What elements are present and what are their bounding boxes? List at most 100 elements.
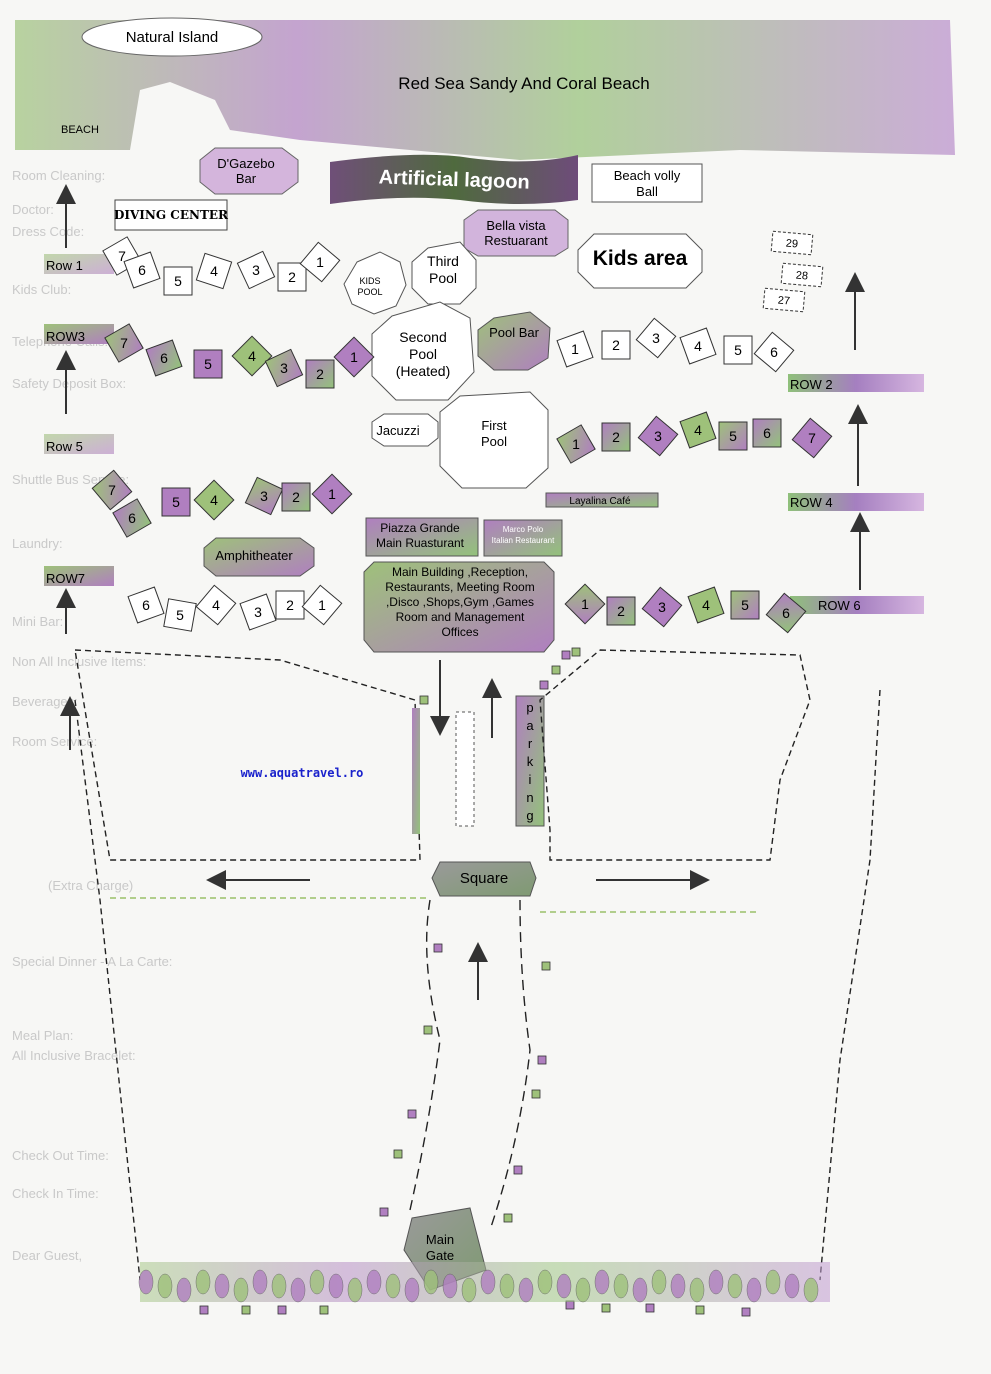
shrub [233, 1277, 249, 1303]
room-number: 6 [142, 597, 150, 613]
amphitheater [203, 537, 315, 577]
row-5-label: Row 5 [46, 439, 83, 454]
background-text-line: Meal Plan: [12, 1028, 73, 1043]
shrub [613, 1273, 629, 1299]
shrub [309, 1269, 325, 1295]
room-number: 7 [120, 335, 128, 351]
row-6-label: ROW 6 [818, 598, 861, 613]
kids-pool [343, 251, 407, 315]
background-text-line: Mini Bar: [12, 614, 63, 629]
room-block: 2 [275, 590, 305, 620]
room-block: 2 [281, 482, 311, 512]
background-text: Room Cleaning:Doctor:Dress Code:Kids Clu… [12, 168, 172, 1263]
layalina-cafe [545, 492, 659, 508]
walkway-strip [412, 708, 420, 834]
path-marker [319, 1305, 329, 1315]
room-number: 3 [252, 262, 260, 278]
room-number: 4 [694, 338, 702, 354]
row-1-label: Row 1 [46, 258, 83, 273]
shrub [195, 1269, 211, 1295]
room-number: 3 [652, 330, 660, 346]
room-number: 5 [174, 273, 182, 289]
room-number: 1 [328, 486, 336, 502]
room-block: 6 [765, 592, 807, 634]
shrub [651, 1269, 667, 1295]
room-number: 3 [260, 488, 268, 504]
room-block: 1 [311, 473, 353, 515]
room-block: 4 [679, 411, 717, 449]
path-marker [571, 647, 581, 657]
room-block: 3 [244, 476, 284, 516]
layalina-cafe-label: Layalina Café [569, 496, 631, 507]
room-number: 3 [654, 428, 662, 444]
shrub [423, 1269, 439, 1295]
entrance-greenery [138, 1262, 830, 1303]
jacuzzi [371, 413, 439, 447]
room-number: 6 [160, 350, 168, 366]
shrub [480, 1269, 496, 1295]
path-marker [565, 1300, 575, 1310]
third-pool [411, 241, 477, 305]
shrub [727, 1273, 743, 1299]
room-number: 5 [204, 356, 212, 372]
room-block: 1 [556, 424, 596, 464]
shrub [385, 1273, 401, 1299]
room-number: 6 [770, 344, 778, 360]
path-marker [513, 1165, 523, 1175]
room-number: 4 [210, 492, 218, 508]
room-block: 5 [193, 349, 223, 379]
room-block: 3 [635, 317, 677, 359]
room-number: 27 [777, 294, 790, 307]
room-block: 4 [679, 327, 717, 365]
row-7-label: ROW7 [46, 571, 85, 586]
room-block: 3 [264, 348, 304, 388]
room-number: 1 [581, 596, 589, 612]
shrub [404, 1277, 420, 1303]
path-marker [539, 680, 549, 690]
room-number: 2 [288, 269, 296, 285]
room-block: 4 [687, 586, 725, 624]
room-number: 1 [571, 341, 579, 357]
room-block: 7 [91, 469, 133, 511]
path-marker [199, 1305, 209, 1315]
background-text-line: Check Out Time: [12, 1148, 109, 1163]
room-block: 6 [752, 418, 782, 448]
room-number: 6 [763, 425, 771, 441]
room-number: 1 [572, 436, 580, 452]
room-block: 1 [299, 241, 341, 283]
shrub [632, 1277, 648, 1303]
shrub [518, 1277, 534, 1303]
path-marker [419, 695, 429, 705]
shrub [290, 1277, 306, 1303]
room-block: 4 [195, 252, 233, 290]
shrub [461, 1277, 477, 1303]
square-label: Square [460, 870, 508, 887]
room-block: 6 [123, 251, 161, 289]
path-marker [379, 1207, 389, 1217]
shrub [594, 1269, 610, 1295]
jacuzzi-label: Jacuzzi [376, 423, 419, 438]
shrub [138, 1269, 154, 1295]
direction-arrows [56, 184, 870, 1000]
natural-island-label: Natural Island [126, 29, 219, 46]
square [431, 861, 537, 897]
room-number: 2 [316, 366, 324, 382]
shrub [575, 1277, 591, 1303]
room-number: 1 [316, 254, 324, 270]
shrub [556, 1273, 572, 1299]
path-markers [199, 647, 751, 1317]
natural-island-oval [81, 17, 263, 57]
room-block: 1 [301, 584, 343, 626]
path-marker [537, 1055, 547, 1065]
room-number: 4 [694, 422, 702, 438]
path-marker [423, 1025, 433, 1035]
piazza-grande [365, 517, 479, 557]
path-marker [433, 943, 443, 953]
room-number: 6 [128, 510, 136, 526]
room-block: 7 [791, 417, 833, 459]
